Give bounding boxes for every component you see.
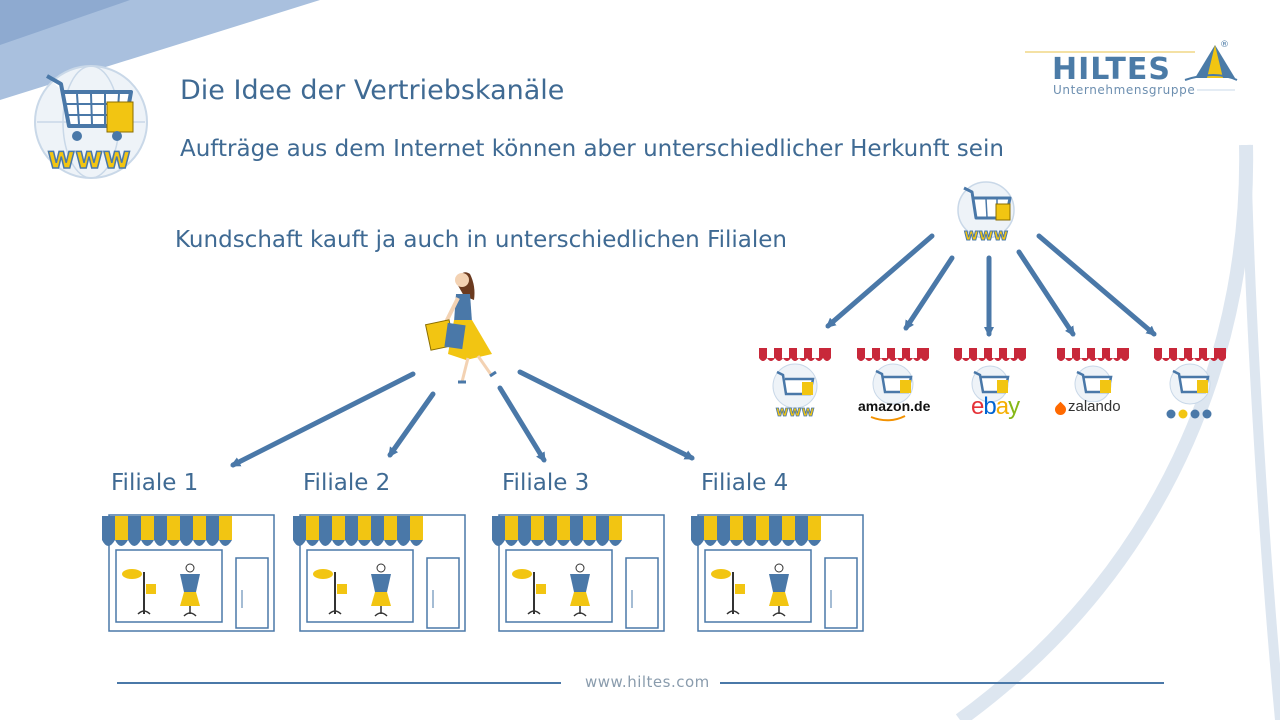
filiale-3-storefront (492, 514, 665, 632)
shopper-woman-illustration (424, 272, 497, 384)
online-cart-icon: www (957, 181, 1015, 245)
svg-text:www: www (47, 141, 130, 176)
arrow-to-channel-amazon (903, 255, 955, 331)
channel-zalando (1057, 348, 1129, 402)
arrow-to-channel-more (1036, 233, 1157, 337)
page-subtitle: Aufträge aus dem Internet können aber un… (180, 136, 1004, 162)
svg-text:www: www (964, 225, 1009, 244)
channel-amazon (857, 348, 929, 422)
arrow-to-channel-www (825, 233, 935, 329)
channel-more (1154, 348, 1226, 419)
arrow-to-filiale-1 (230, 371, 416, 468)
channel-www: www (759, 348, 831, 420)
footer-divider-left (117, 682, 561, 684)
channel-ebay (954, 348, 1026, 402)
arrow-to-filiale-2 (387, 391, 436, 458)
filiale-4-storefront (691, 514, 864, 632)
offline-heading: Kundschaft kauft ja auch in unterschiedl… (175, 227, 788, 253)
amazon-logo: amazon.de (858, 398, 931, 414)
hiltes-logo-graphic (1025, 45, 1238, 91)
ebay-logo: ebay (971, 393, 1020, 420)
arrow-to-filiale-4 (517, 369, 695, 461)
footer-website-link[interactable]: www.hiltes.com (585, 673, 710, 691)
page-title: Die Idee der Vertriebskanäle (180, 75, 565, 106)
logo-registered-mark: ® (1220, 40, 1229, 50)
filiale-4-label: Filiale 4 (701, 470, 789, 496)
arrow-to-filiale-3 (497, 385, 547, 463)
more-dots-icon (1166, 409, 1212, 419)
filiale-2-storefront (293, 514, 466, 632)
filiale-3-label: Filiale 3 (502, 470, 590, 496)
svg-text:www: www (776, 404, 815, 420)
logo-tagline: Unternehmensgruppe (1053, 83, 1196, 97)
arrow-to-channel-zalando (1016, 249, 1076, 337)
footer-divider-right (720, 682, 1164, 684)
shopping-cart-www-logo: www (34, 65, 148, 179)
filiale-1-label: Filiale 1 (111, 470, 199, 496)
zalando-logo: zalando (1068, 398, 1121, 415)
logo-name: HILTES (1052, 52, 1171, 87)
filiale-2-label: Filiale 2 (303, 470, 391, 496)
filiale-1-storefront (102, 514, 275, 632)
